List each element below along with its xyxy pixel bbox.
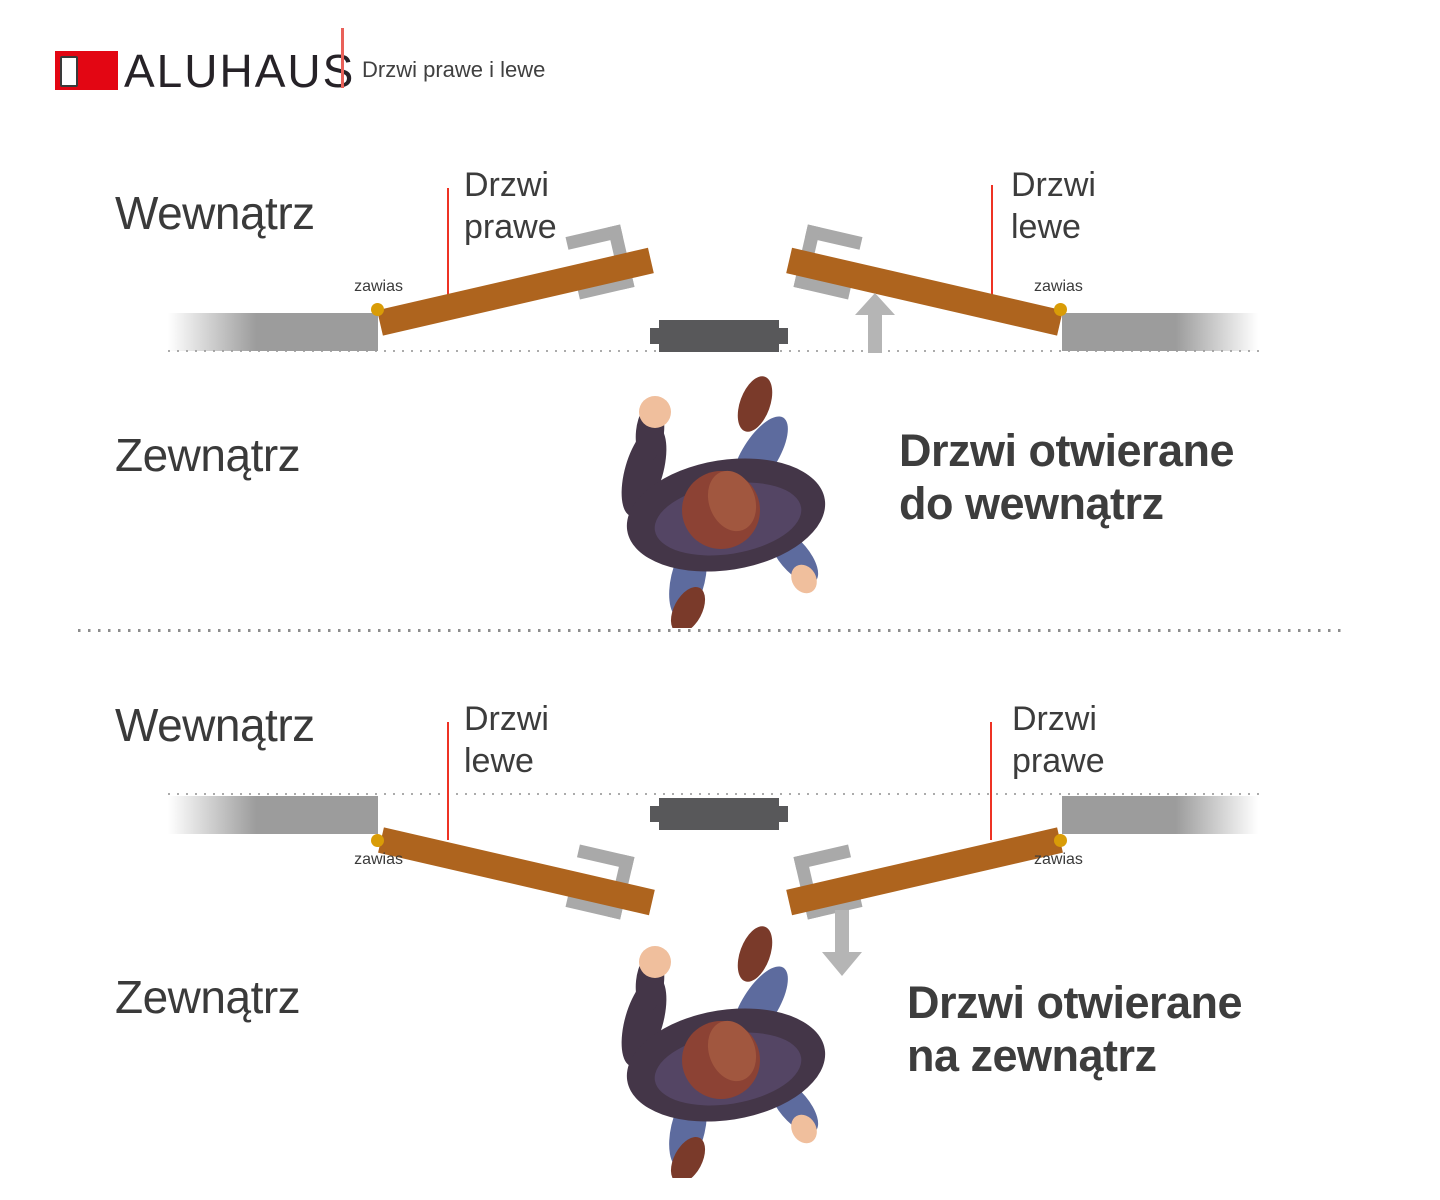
caption-line2: do wewnątrz xyxy=(899,478,1164,529)
outside-label: Zewnątrz xyxy=(115,971,301,1023)
hinge-dot xyxy=(371,303,384,316)
inside-label: Wewnątrz xyxy=(115,699,315,751)
wall-segment xyxy=(1062,313,1258,351)
door-label: Drzwi lewe xyxy=(1011,164,1096,248)
door-label-line1: Drzwi xyxy=(1012,700,1097,738)
caption-line2: na zewnątrz xyxy=(907,1030,1157,1081)
brand-name: ALUHAUS xyxy=(124,45,356,97)
wall-segment xyxy=(1062,796,1258,834)
hinge-label: zawias xyxy=(1034,278,1083,295)
door-label-line1: Drzwi xyxy=(464,166,549,204)
floor-line xyxy=(168,793,1262,795)
door-label-line1: Drzwi xyxy=(1011,166,1096,204)
door-logo-icon xyxy=(60,56,78,87)
caption-line1: Drzwi otwierane xyxy=(907,977,1243,1028)
door-label: Drzwi lewe xyxy=(464,698,549,782)
hinge-label: zawias xyxy=(354,278,403,295)
inside-label: Wewnątrz xyxy=(115,187,315,239)
wall-segment xyxy=(168,313,378,351)
label-pointer-line xyxy=(991,185,993,307)
door-label-line2: lewe xyxy=(1011,208,1081,246)
hinge-dot xyxy=(1054,303,1067,316)
doormat xyxy=(650,320,788,352)
door-label-line2: prawe xyxy=(464,208,557,246)
caption: Drzwi otwierane do wewnątrz xyxy=(899,424,1235,530)
hinge-dot xyxy=(1054,834,1067,847)
swing-arrow-up-icon xyxy=(855,293,895,353)
door-label: Drzwi prawe xyxy=(1012,698,1105,782)
caption-line1: Drzwi otwierane xyxy=(899,425,1235,476)
hinge-dot xyxy=(371,834,384,847)
label-pointer-line xyxy=(447,188,449,296)
label-pointer-line xyxy=(990,722,992,840)
label-pointer-line xyxy=(447,722,449,840)
door-label: Drzwi prawe xyxy=(464,164,557,248)
door-label-line1: Drzwi xyxy=(464,700,549,738)
person-top-view xyxy=(612,921,834,1178)
hinge-label: zawias xyxy=(354,851,403,868)
section-divider xyxy=(78,629,1348,632)
swing-arrow-down-icon xyxy=(822,910,862,976)
header-divider xyxy=(341,28,344,88)
door-label-line2: lewe xyxy=(464,742,534,780)
caption: Drzwi otwierane na zewnątrz xyxy=(907,976,1243,1082)
header-subtitle: Drzwi prawe i lewe xyxy=(362,57,546,82)
outside-label: Zewnątrz xyxy=(115,429,301,481)
hinge-label: zawias xyxy=(1034,851,1083,868)
doormat xyxy=(650,798,788,830)
wall-segment xyxy=(168,796,378,834)
person-top-view xyxy=(612,371,834,628)
brand-logo xyxy=(55,51,118,90)
door-label-line2: prawe xyxy=(1012,742,1105,780)
